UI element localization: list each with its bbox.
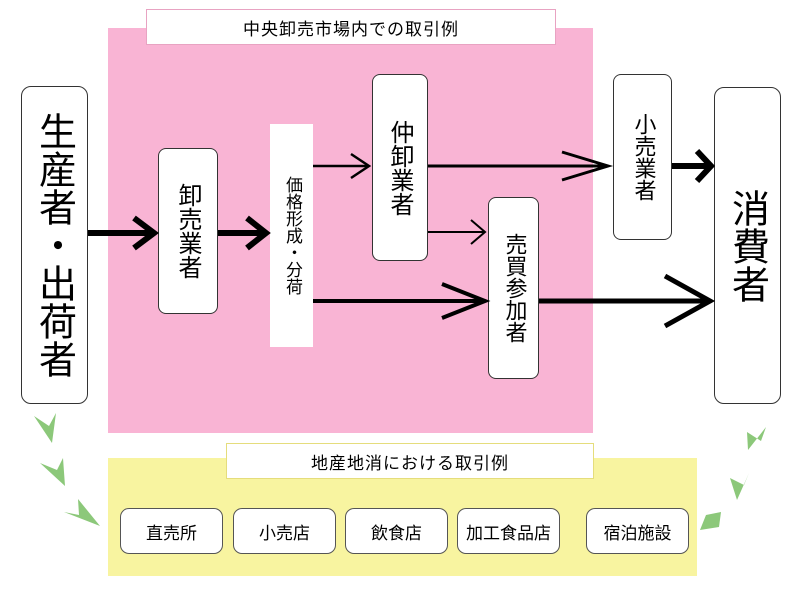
green-chevron-left-2 <box>40 458 65 486</box>
pricing-label: 価格形成・分荷 <box>282 176 302 295</box>
wholesaler-label: 卸売業者 <box>174 183 202 279</box>
retailer-label: 小売業者 <box>630 113 656 201</box>
authorized-buyer-label: 売買参加者 <box>501 233 527 343</box>
consumer-label: 消費者 <box>725 188 770 303</box>
outlet-restaurant: 飲食店 <box>345 508 448 554</box>
intermediate-wholesaler-node: 仲卸業者 <box>372 74 428 261</box>
green-chevron-right-2 <box>730 473 749 500</box>
retailer-node: 小売業者 <box>613 74 672 240</box>
outlet-lodging: 宿泊施設 <box>586 508 689 554</box>
green-chevron-left-3 <box>64 499 100 526</box>
arrow-head-retailer-to-consumer <box>694 148 716 184</box>
green-chevron-right-3 <box>747 427 766 450</box>
green-chevron-right-1 <box>700 512 721 530</box>
local-consumption-title: 地産地消における取引例 <box>226 443 594 479</box>
producer-node: 生産者・出荷者 <box>21 86 88 404</box>
outlet-direct-sales: 直売所 <box>120 508 223 554</box>
consumer-node: 消費者 <box>714 87 781 404</box>
outlet-retail-store: 小売店 <box>233 508 336 554</box>
arrow-head-buyer-to-consumer <box>663 273 716 329</box>
producer-label: 生産者・出荷者 <box>32 112 77 378</box>
green-chevron-left-1 <box>34 413 56 443</box>
wholesaler-node: 卸売業者 <box>158 148 218 314</box>
authorized-buyer-node: 売買参加者 <box>488 197 539 379</box>
pricing-node: 価格形成・分荷 <box>270 124 313 347</box>
outlet-processed-food-store: 加工食品店 <box>457 508 560 554</box>
central-market-title: 中央卸売市場内での取引例 <box>146 9 556 45</box>
intermediate-wholesaler-label: 仲卸業者 <box>386 119 414 216</box>
